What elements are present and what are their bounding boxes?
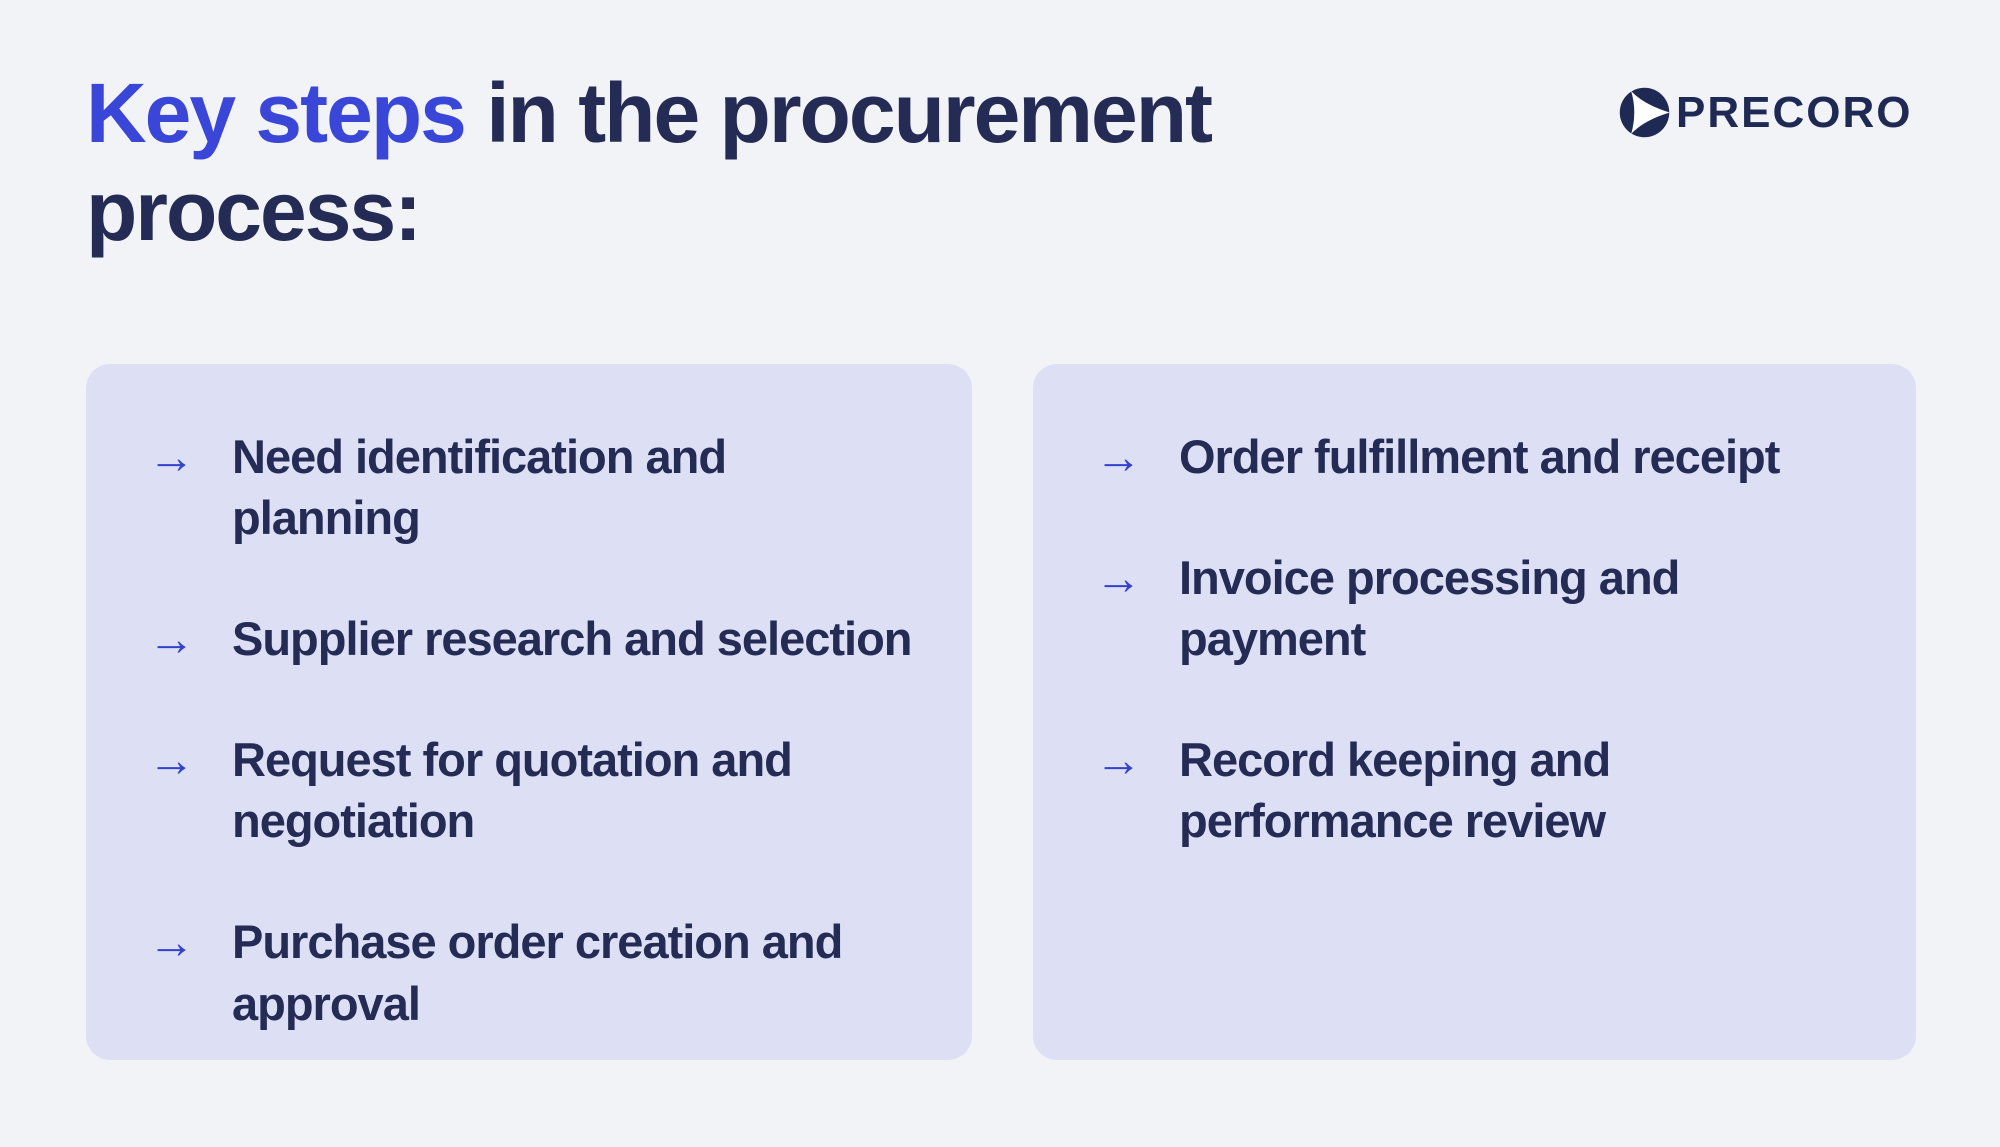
right-steps-card: → Order fulfillment and receipt → Invoic…	[1033, 364, 1916, 1060]
list-item-text: Need identification and planning	[232, 430, 727, 545]
list-item-text: Supplier research and selection	[232, 612, 912, 666]
list-item: → Request for quotation and negotiation	[148, 729, 942, 851]
arrow-icon: →	[1095, 551, 1142, 605]
arrow-icon: →	[148, 915, 195, 969]
page-title-line1: Key steps in the procurement	[86, 64, 1213, 162]
list-item-text: Order fulfillment and receipt	[1179, 430, 1780, 483]
left-steps-card: → Need identification and planning → Sup…	[86, 364, 972, 1060]
arrow-icon: →	[1095, 733, 1142, 787]
list-item-text: Purchase order creation and approval	[232, 915, 843, 1030]
page-title-accent: Key steps	[86, 66, 467, 160]
precoro-mark-icon	[1619, 87, 1670, 138]
arrow-icon: →	[148, 612, 195, 666]
arrow-icon: →	[148, 430, 195, 483]
arrow-icon: →	[148, 733, 195, 787]
list-item-text: Invoice processing and payment	[1179, 551, 1680, 666]
page-title-line2: process:	[86, 164, 422, 259]
list-item-text: Request for quotation and negotiation	[232, 733, 793, 848]
precoro-logo: PRECORO	[1618, 86, 1912, 139]
precoro-logo-text: PRECORO	[1676, 87, 1913, 137]
page-title-rest: in the procurement	[464, 66, 1213, 160]
list-item: → Order fulfillment and receipt	[1095, 426, 1886, 487]
list-item: → Purchase order creation and approval	[148, 911, 942, 1033]
list-item: → Need identification and planning	[148, 426, 942, 548]
left-steps-list: → Need identification and planning → Sup…	[86, 364, 972, 1034]
right-steps-list: → Order fulfillment and receipt → Invoic…	[1033, 364, 1916, 851]
page-title: Key steps in the procurement process:	[86, 64, 1213, 261]
list-item: → Supplier research and selection	[148, 608, 942, 669]
list-item: → Invoice processing and payment	[1095, 547, 1886, 669]
list-item-text: Record keeping and performance review	[1179, 733, 1611, 848]
arrow-icon: →	[1095, 430, 1142, 483]
list-item: → Record keeping and performance review	[1095, 729, 1886, 851]
